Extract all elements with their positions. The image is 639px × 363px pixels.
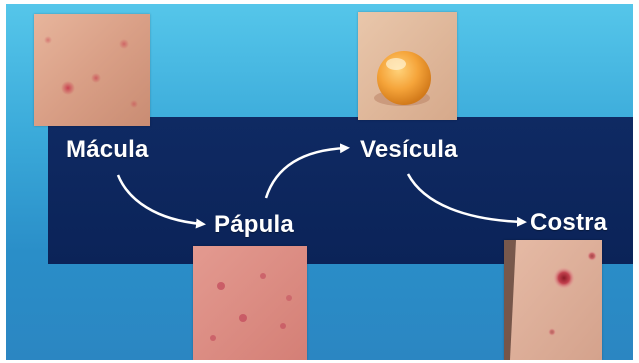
arrow-icon [408, 174, 523, 222]
arrow-icon [118, 175, 202, 224]
label-macula: Mácula [66, 136, 149, 164]
label-papula: Pápula [214, 211, 294, 239]
arrows [6, 4, 633, 360]
label-vesicula: Vesícula [360, 136, 458, 164]
label-costra: Costra [530, 209, 607, 237]
arrow-icon [266, 148, 346, 198]
slide: Mácula Pápula Vesícula Costra [6, 4, 633, 360]
